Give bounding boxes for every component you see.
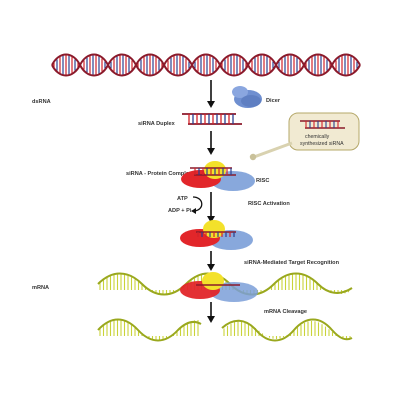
label-chem-line2: synthesized siRNA — [300, 141, 344, 147]
activated-risc — [180, 220, 253, 250]
label-dicer: Dicer — [266, 98, 281, 104]
cleaved-mrna-right — [221, 318, 353, 342]
label-protein-complex: siRNA - Protein Complex — [126, 171, 193, 177]
label-chem-line1: chemically — [305, 134, 330, 140]
down-arrow-icon — [207, 131, 215, 155]
cleaved-mrna-left — [97, 318, 202, 342]
down-arrow-icon — [207, 192, 215, 223]
label-target-recognition: siRNA-Mediated Target Recognition — [244, 260, 340, 266]
down-arrow-icon — [207, 251, 215, 271]
dsrna-helix — [51, 53, 361, 77]
label-dsrna: dsRNA — [32, 99, 51, 105]
down-arrow-icon — [207, 80, 215, 108]
sirna-protein-complex — [181, 161, 255, 191]
synthetic-sirna-callout: chemically synthesized siRNA — [288, 112, 360, 151]
label-mrna: mRNA — [32, 285, 49, 291]
label-atp: ATP — [177, 196, 188, 202]
dicer-enzyme — [232, 86, 262, 108]
sirna-duplex-icon — [182, 113, 242, 125]
label-risc: RISC — [256, 178, 269, 184]
callout-pointer — [249, 141, 293, 161]
helix-strand-a — [51, 53, 361, 77]
down-arrow-icon — [207, 302, 215, 323]
risc-target-complex — [180, 272, 258, 302]
helix-strand-b — [51, 53, 361, 77]
label-risc-activation: RISC Activation — [248, 201, 290, 207]
label-sirna-duplex: siRNA Duplex — [138, 121, 176, 127]
curved-arrow-icon — [191, 196, 203, 214]
label-adp: ADP + Pi — [168, 208, 192, 214]
label-mrna-cleavage: mRNA Cleavage — [264, 309, 307, 315]
